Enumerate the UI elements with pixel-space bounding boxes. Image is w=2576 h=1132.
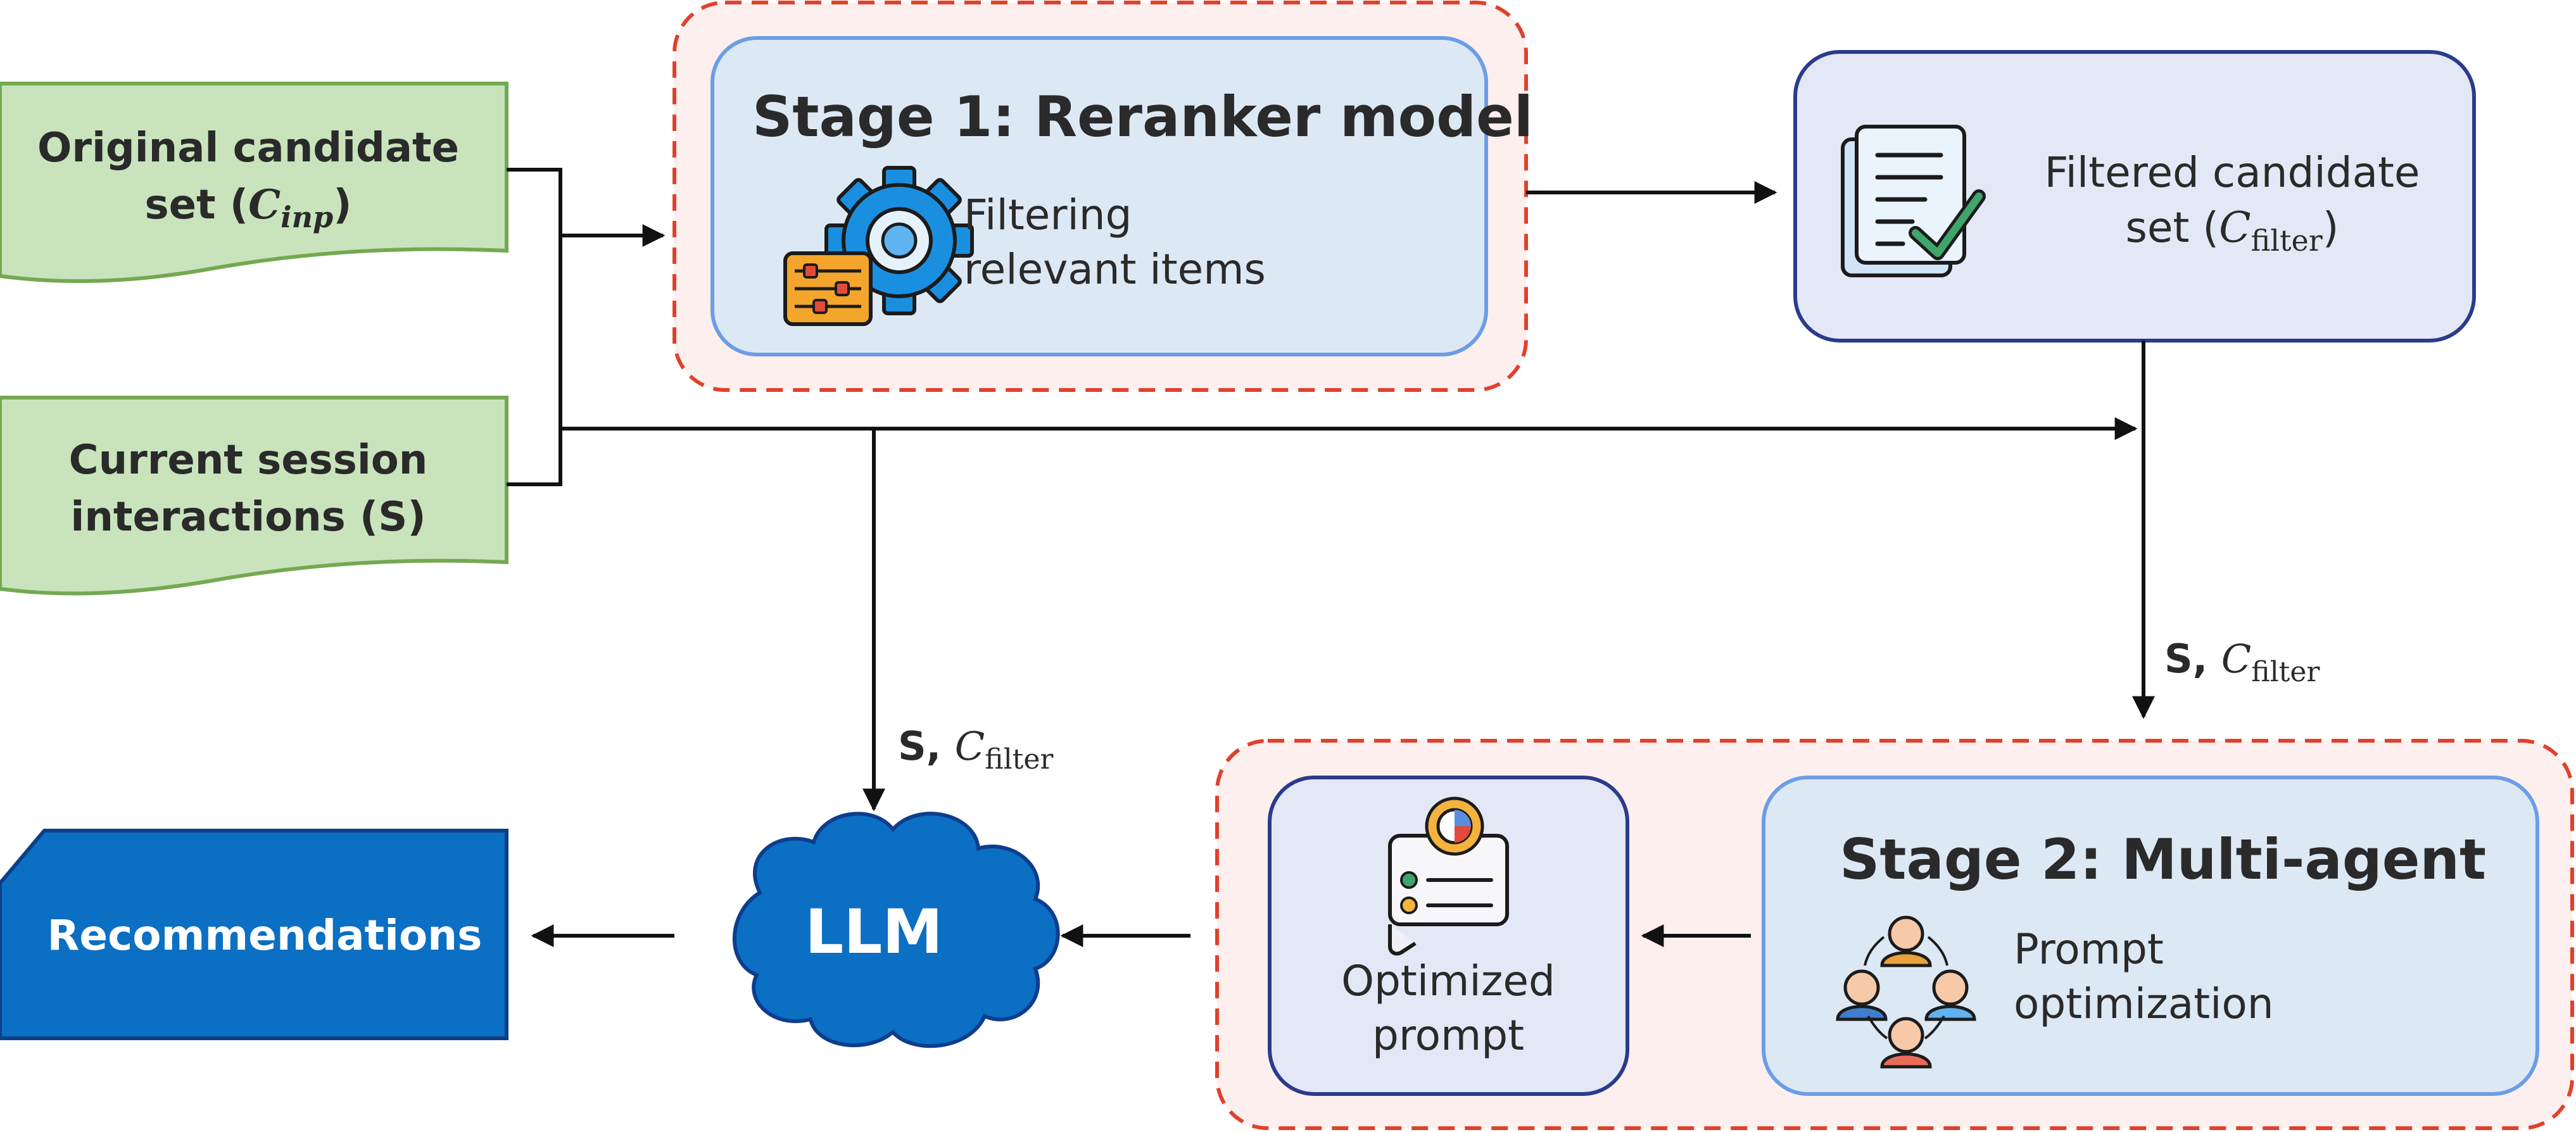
stage2-desc-line1: Prompt — [2014, 925, 2164, 974]
input-session-line2: interactions (S) — [70, 494, 426, 541]
recommendations-shape — [0, 829, 508, 1040]
llm-cloud-shape — [733, 812, 1060, 1048]
filtered-box — [1793, 50, 2476, 343]
input-session-shape — [0, 396, 508, 596]
optimized-prompt-box — [1268, 776, 1629, 1096]
llm-cloud: LLM — [733, 812, 1060, 1048]
edge-label-left: S, Cfilter — [898, 723, 1054, 776]
recommendations-output: Recommendations — [0, 829, 508, 1040]
optimized-line1: Optimized — [1341, 957, 1555, 1005]
checked-document-icon — [1841, 125, 1986, 277]
edge-label-right: S, Cfilter — [2164, 636, 2320, 688]
stage2-group: Optimized prompt Stage 2: Multi-agent — [1215, 739, 2574, 1130]
gear-settings-icon — [783, 166, 974, 326]
filtered-line2: set (Cfilter) — [2126, 203, 2339, 258]
stage1-group: Stage 1: Reranker model — [672, 1, 1533, 392]
stage2-desc-line2: optimization — [2014, 979, 2274, 1028]
input-session-line1: Current session — [69, 437, 428, 484]
input-session-interactions: Current session interactions (S) — [0, 396, 508, 596]
stage1-desc-line2: relevant items — [964, 245, 1266, 294]
recommendations-label: Recommendations — [47, 911, 483, 960]
input-candidate-line1: Original candidate — [37, 125, 459, 172]
prompt-document-icon — [1388, 796, 1509, 956]
stage2-title: Stage 2: Multi-agent — [1840, 827, 2486, 892]
agents-cycle-icon — [1836, 915, 1976, 1069]
llm-label: LLM — [805, 896, 943, 967]
filtered-candidate-set: Filtered candidate set (Cfilter) — [1793, 50, 2476, 343]
input-candidate-shape — [0, 82, 508, 283]
connector-candidate — [507, 168, 562, 486]
input-candidate-line2: set (Cinp) — [145, 181, 352, 234]
optimized-line2: prompt — [1372, 1011, 1524, 1060]
stage1-title: Stage 1: Reranker model — [752, 84, 1533, 149]
input-candidate-set: Original candidate set (Cinp) — [0, 82, 508, 283]
stage1-desc-line1: Filtering — [964, 191, 1132, 239]
filtered-line1: Filtered candidate — [2044, 148, 2420, 197]
input-connectors — [507, 168, 2138, 812]
